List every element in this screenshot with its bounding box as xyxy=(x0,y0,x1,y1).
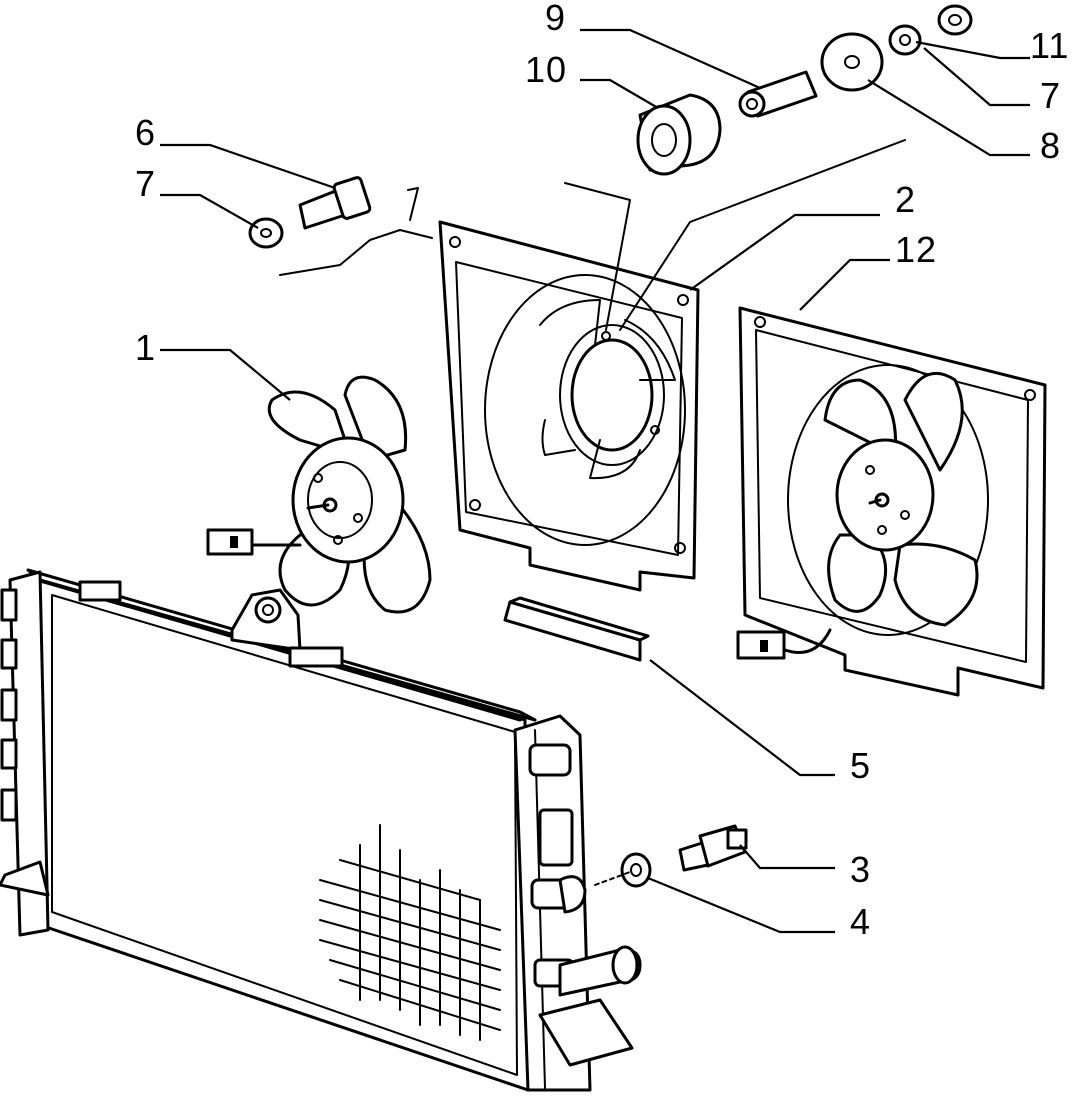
callout-9: 9 xyxy=(545,0,566,38)
callout-8: 8 xyxy=(1040,125,1061,166)
seal-washer-4 xyxy=(620,852,652,888)
callout-4: 4 xyxy=(850,901,871,942)
radiator xyxy=(0,568,642,1092)
spacer-9 xyxy=(738,70,818,118)
thermal-switch-3 xyxy=(678,824,748,872)
bolt-6 xyxy=(298,176,372,230)
callout-5: 5 xyxy=(850,745,871,786)
washer-7-right xyxy=(888,24,922,56)
washer-8 xyxy=(820,32,884,92)
washer-7-left xyxy=(248,217,284,249)
callout-labels: 1 2 3 4 5 6 7 7 8 9 10 11 12 xyxy=(135,0,1069,942)
callout-12: 12 xyxy=(895,229,937,270)
leader-lines xyxy=(160,28,1030,934)
callout-7-right: 7 xyxy=(1040,75,1061,116)
callout-11: 11 xyxy=(1030,25,1069,66)
fan-shroud-2 xyxy=(438,220,700,592)
callout-6: 6 xyxy=(135,112,156,153)
nut-11 xyxy=(937,4,973,36)
rubber-bush-10 xyxy=(636,93,722,176)
callout-1: 1 xyxy=(135,327,156,368)
callout-2: 2 xyxy=(895,179,916,220)
callout-10: 10 xyxy=(525,49,567,90)
fan-assembly-12 xyxy=(736,306,1047,697)
foam-strip-5 xyxy=(503,596,650,662)
callout-3: 3 xyxy=(850,849,871,890)
callout-7-left: 7 xyxy=(135,163,156,204)
fan-assembly-1 xyxy=(206,375,432,614)
